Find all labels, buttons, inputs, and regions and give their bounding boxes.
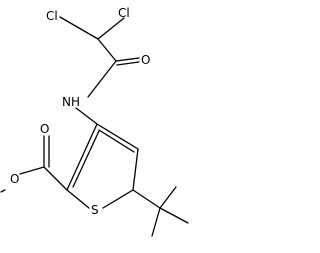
bond-ch-amide-c [97,38,117,62]
bond-s-c2 [66,189,90,209]
bond-tbu-2 [159,186,177,209]
bond-cl-right-ch [97,17,125,40]
bond-amide-co-2 [116,61,140,66]
bond-c3-c4-inner [98,129,135,153]
chemical-structure-diagram: Cl Cl O NH O O S [0,6,189,237]
atom-cl-left: Cl [46,9,58,23]
bond-o-methyl [0,189,6,193]
bond-c2-ester-c [43,166,68,191]
atom-o-ester-carbonyl: O [40,122,49,136]
atom-o-amide: O [141,53,150,67]
bond-amide-co-1 [115,57,140,62]
bond-lines [0,16,189,237]
bond-ester-c-o [19,166,45,175]
bond-c5-quaternary [132,189,161,209]
bond-tbu-3 [151,207,161,237]
bond-c4-c5 [132,148,139,191]
bond-n-c3 [75,107,98,125]
atom-sulfur: S [91,203,99,217]
bond-tbu-1 [159,207,189,224]
atom-o-ester: O [10,172,19,186]
atom-nh: NH [62,95,80,109]
bond-cl-left-ch [59,16,99,40]
bond-c2-c3 [66,123,98,191]
bond-c5-s [102,189,134,209]
atom-cl-right: Cl [118,6,130,20]
bond-c3-c4 [96,123,139,150]
bond-amide-c-n [87,60,117,98]
bond-c2-c3-inner [72,130,100,188]
molecule-drawing: Cl Cl O NH O O S [0,6,189,237]
